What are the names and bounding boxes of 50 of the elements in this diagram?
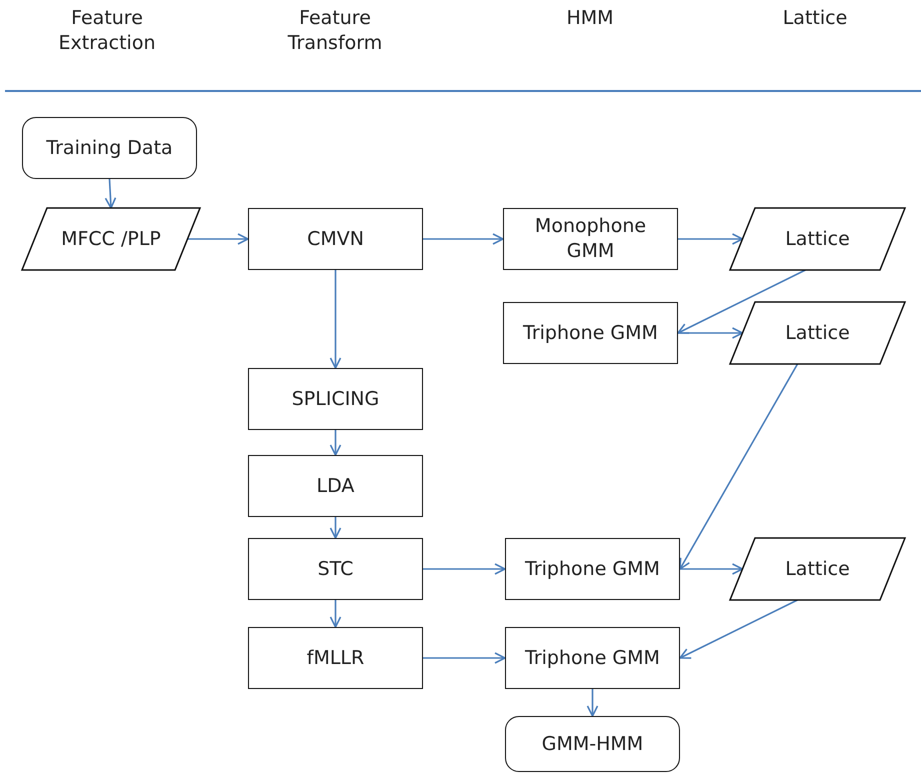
process-box [505, 538, 680, 600]
arrow [678, 327, 744, 339]
arrow [330, 517, 342, 539]
arrow [680, 563, 744, 575]
node-label: Triphone GMM [523, 320, 658, 346]
terminal-box [22, 117, 197, 179]
data-parallelogram [22, 208, 200, 270]
node-label: Triphone GMM [525, 646, 660, 670]
arrow [423, 563, 506, 575]
node-label: fMLLR [306, 646, 364, 670]
node-label: MFCC /PLP [61, 226, 161, 252]
node-label: LDA [316, 474, 354, 498]
arrow [586, 689, 598, 717]
data-parallelogram [730, 302, 905, 364]
process-box [248, 538, 423, 600]
process-box [503, 208, 678, 270]
column-heading: Feature Transform [286, 6, 384, 56]
process-box [505, 627, 680, 689]
node-label: Monophone GMM [534, 214, 648, 264]
arrow [678, 233, 744, 245]
node-label: GMM-HMM [542, 732, 644, 756]
node-label: Lattice [785, 556, 850, 582]
process-box [248, 208, 423, 270]
column-heading: Lattice [782, 6, 848, 31]
arrow [423, 652, 506, 664]
arrow [330, 600, 342, 628]
process-box [248, 455, 423, 517]
arrow [330, 430, 342, 456]
terminal-box [505, 716, 680, 772]
column-heading: HMM [565, 6, 615, 31]
arrow [104, 178, 116, 209]
process-box [248, 627, 423, 689]
process-box [248, 368, 423, 430]
arrow [677, 269, 806, 334]
node-label: STC [318, 556, 354, 582]
arrow [679, 599, 798, 659]
arrow [330, 270, 342, 369]
node-label: Lattice [785, 320, 850, 346]
arrow [188, 233, 249, 245]
arrow [679, 364, 798, 570]
node-label: Training Data [46, 136, 173, 160]
column-heading: Feature Extraction [58, 6, 156, 56]
arrow [423, 233, 504, 245]
process-box [503, 302, 678, 364]
node-label: Triphone GMM [525, 556, 660, 582]
node-label: Lattice [785, 226, 850, 252]
data-parallelogram [730, 208, 905, 270]
data-parallelogram [730, 538, 905, 600]
node-label: CMVN [307, 226, 364, 252]
node-label: SPLICING [292, 386, 380, 412]
